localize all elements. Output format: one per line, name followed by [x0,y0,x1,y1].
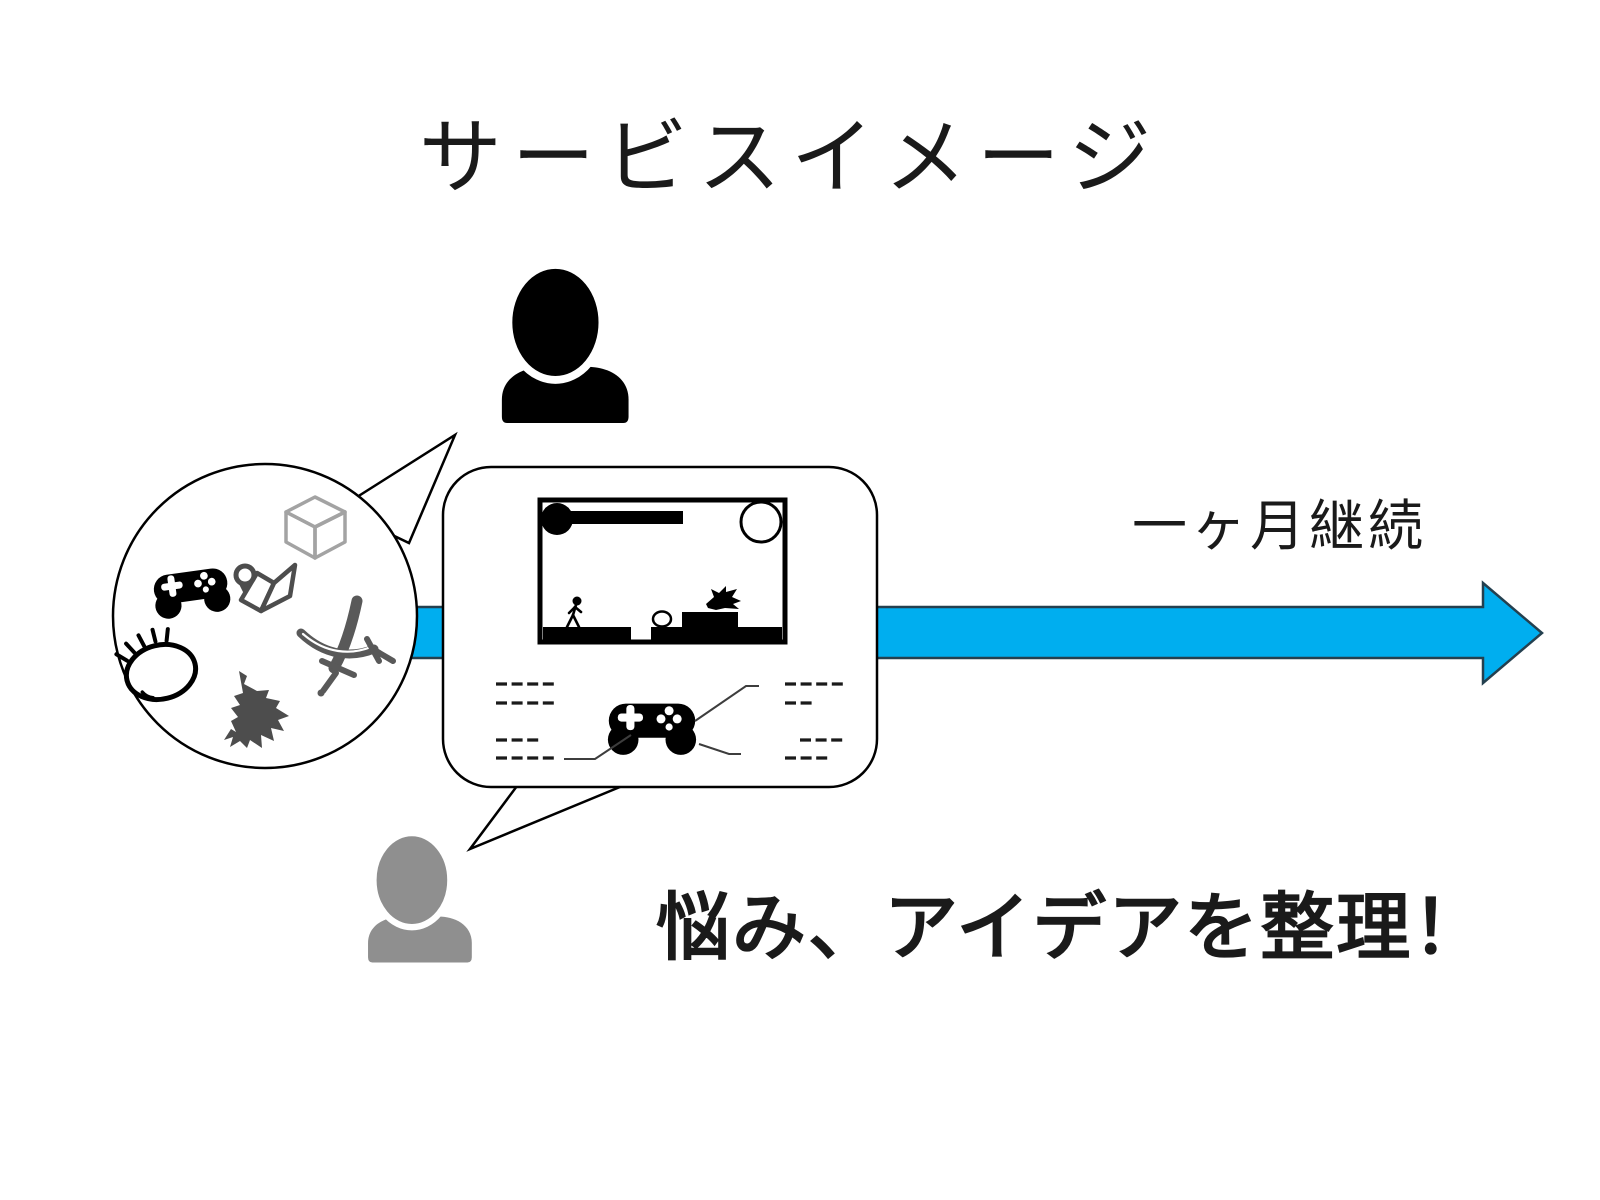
callout-line-bottom-right [698,743,741,755]
eye-icon [114,627,199,703]
person-black [502,265,629,423]
note-group-left-top [496,682,554,705]
idea-bubble [111,462,419,770]
crossed-swords-icon [296,595,396,697]
person-gray [368,833,472,962]
note-group-right-top [785,682,843,705]
callout-line-bottom-left [564,734,632,760]
slide-title: サービスイメージ [418,109,1162,206]
cube-icon [284,495,347,560]
timeline-arrow-label: 一ヶ月継続 [1132,494,1428,558]
platform-right [651,627,782,640]
player-stick-figure [565,596,583,629]
bottom-caption: 悩み、アイデアを整理！ [656,885,1489,971]
plan-bubble-tail [466,780,633,852]
note-group-right-bottom [785,738,843,760]
game-screen [537,497,788,645]
platform-left [543,627,631,640]
rock-icon [651,610,673,628]
enemy-creature-icon [706,586,741,610]
sun-icon [739,500,783,544]
jaw-trap-icon [224,671,289,748]
callout-line-top-right [694,685,759,722]
note-group-left-bottom [496,738,554,760]
platform-raised [682,612,738,628]
map-pin-icon [233,562,298,614]
